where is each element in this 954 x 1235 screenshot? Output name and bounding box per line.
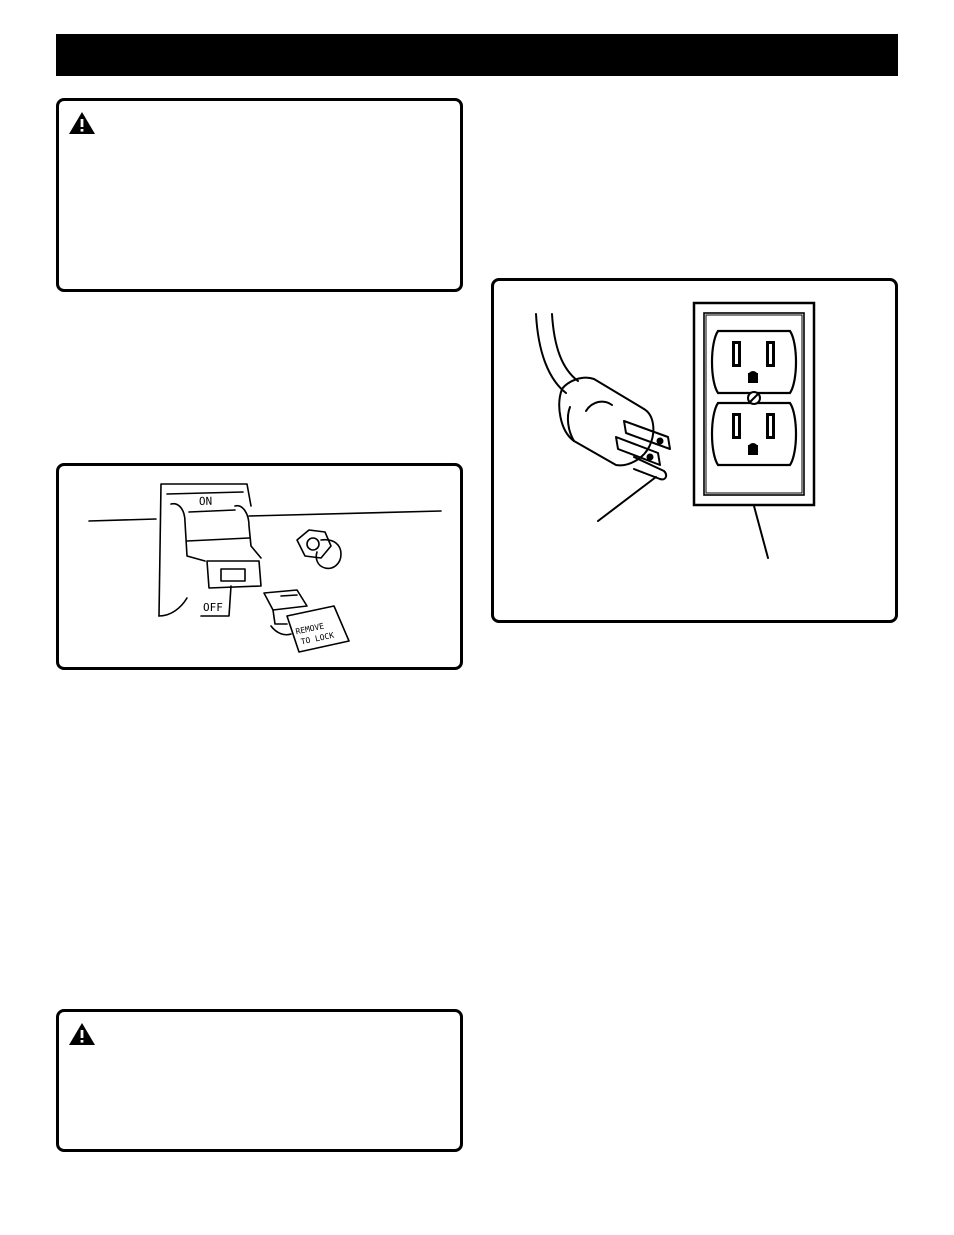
switch-on-label: ON [199, 495, 212, 508]
switch-off-label: OFF [203, 601, 223, 614]
warning-box-top [56, 98, 463, 292]
switch-figure-box: ON OFF REMOVE TO LOCK [56, 463, 463, 670]
grounded-plug-outlet-illustration [535, 301, 816, 559]
power-switch-illustration: ON OFF REMOVE TO LOCK [88, 483, 442, 653]
warning-triangle-icon [69, 112, 95, 134]
warning-box-bottom [56, 1009, 463, 1152]
plug-outlet-figure-box [491, 278, 898, 623]
section-header-bar [56, 34, 898, 76]
warning-triangle-icon [69, 1023, 95, 1045]
